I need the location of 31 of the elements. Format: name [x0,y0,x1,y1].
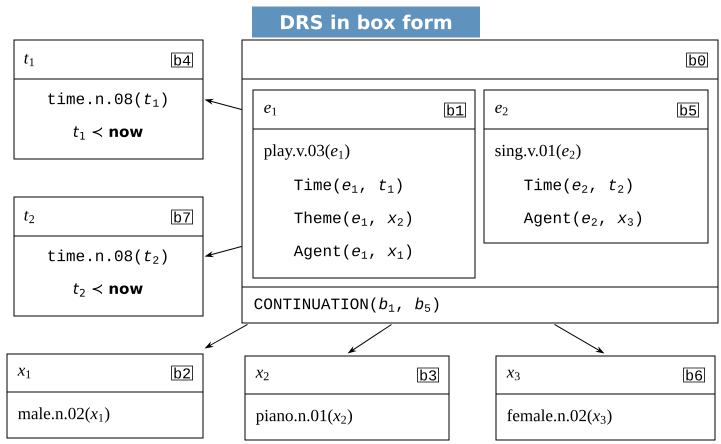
condition-text: t$_{1}$ [24,54,34,66]
title-banner: DRS in box form [252,6,480,38]
box-label: b5 [677,102,699,118]
condition-text: x$_{3}$ [506,370,520,380]
box-label: b7 [171,210,193,224]
condition-text: time.n.08(t$_{2}$) [48,250,167,264]
condition-text: t$_{2}$ ≺ now [74,283,143,297]
condition-text: t$_{2}$ [24,210,34,224]
condition-text: Theme(e$_{1}$, x$_{2}$) [294,212,412,226]
condition-text: piano.n.01(x$_{2}$) [256,409,352,425]
condition-text: x$_{1}$ [18,368,30,378]
condition-text: male.n.02(x$_{1}$) [18,407,110,423]
condition-text: female.n.02(x$_{3}$) [507,409,612,425]
condition-text: sing.v.01(e$_{2}$) [495,144,580,160]
box-label: b4 [171,52,193,68]
condition-text: x$_{2}$ [256,370,269,380]
condition-text: Time(e$_{1}$, t$_{1}$) [294,178,402,194]
box-label: b6 [683,368,705,382]
condition-text: time.n.08(t$_{1}$) [48,92,167,108]
condition-text: Agent(e$_{1}$, x$_{1}$) [294,244,412,260]
box-label: b2 [171,366,193,380]
condition-text: CONTINUATION(b$_{1}$, b$_{5}$) [254,298,438,312]
box-label: b1 [444,102,466,118]
condition-text: Agent(e$_{2}$, x$_{3}$) [524,212,642,226]
condition-text: play.v.03(e$_{1}$) [264,144,350,160]
box-label: b3 [417,368,439,382]
condition-text: Time(e$_{2}$, t$_{2}$) [524,178,632,194]
box-label: b0 [686,52,708,68]
condition-text: t$_{1}$ ≺ now [74,126,143,140]
condition-text: e$_{2}$ [495,104,508,116]
condition-text: e$_{1}$ [264,104,276,116]
